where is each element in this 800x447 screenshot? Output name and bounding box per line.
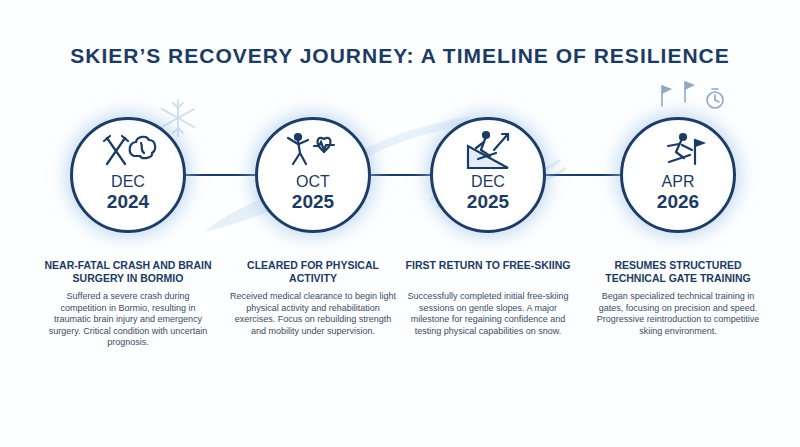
milestone-description: Received medical clearance to begin ligh… (229, 291, 397, 337)
timeline-node: DEC 2024NEAR-FATAL CRASH AND BRAIN SURGE… (38, 117, 218, 349)
milestone-heading: FIRST RETURN TO FREE-SKIING (400, 259, 576, 285)
milestone-heading: RESUMES STRUCTURED TECHNICAL GATE TRAINI… (590, 259, 766, 285)
gate-flags-stopwatch (662, 82, 723, 108)
milestone-heading: CLEARED FOR PHYSICAL ACTIVITY (225, 259, 401, 285)
date-label: APR 2026 (648, 172, 708, 212)
date-label: DEC 2024 (98, 172, 158, 212)
timeline-node: OCT 2025CLEARED FOR PHYSICAL ACTIVITY Rec… (223, 117, 403, 337)
timeline-connector (371, 174, 430, 176)
milestone-description: Successfully completed initial free-skii… (404, 291, 572, 337)
date-circle: APR 2026 (620, 117, 736, 233)
date-circle: DEC 2024 (70, 117, 186, 233)
snowflake (162, 100, 194, 136)
timeline-node: APR 2026RESUMES STRUCTURED TECHNICAL GAT… (588, 117, 768, 337)
date-label: DEC 2025 (458, 172, 518, 212)
diagram-title: SKIER’S RECOVERY JOURNEY: A TIMELINE OF … (0, 44, 800, 68)
timeline-node: DEC 2025FIRST RETURN TO FREE-SKIING Succe… (398, 117, 578, 337)
milestone-heading: NEAR-FATAL CRASH AND BRAIN SURGERY IN BO… (40, 259, 216, 285)
milestone-description: Suffered a severe crash during competiti… (44, 291, 212, 349)
date-circle: OCT 2025 (255, 117, 371, 233)
timeline-connector (546, 174, 620, 176)
timeline-connector (186, 174, 255, 176)
date-label: OCT 2025 (283, 172, 343, 212)
milestone-description: Began specialized technical training in … (594, 291, 762, 337)
date-circle: DEC 2025 (430, 117, 546, 233)
